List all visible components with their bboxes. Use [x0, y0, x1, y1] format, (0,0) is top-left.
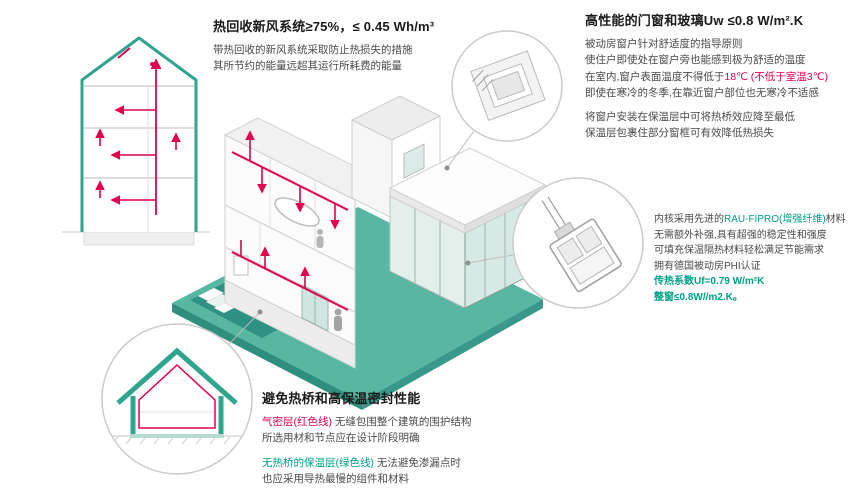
- thermal-line-text: 无法避免渗漏点时: [374, 456, 461, 469]
- profile-line-highlight: RAU-FIPRO(增强纤维): [724, 214, 826, 225]
- thermal-line: 无热桥的保温层(绿色线) 无法避免渗漏点时: [262, 455, 582, 471]
- isometric-house-illustration: [172, 95, 547, 410]
- windows-line: 在室内,窗户表面温度不得低于18℃ (不低于室温3℃): [585, 69, 861, 85]
- thermal-line: 也应采用导热最慢的组件和材料: [262, 472, 409, 485]
- thermal-envelope-detail-circle: [101, 323, 253, 475]
- callout-dot: [444, 165, 450, 171]
- profile-line: 拥有德国被动房PHI认证: [654, 260, 761, 272]
- windows-title: 高性能的门窗和玻璃Uw ≤0.8 W/m².K: [585, 13, 804, 28]
- hrv-title: 热回收新风系统≥75%，≤ 0.45 Wh/m³: [213, 19, 435, 34]
- thermal-section: 避免热桥和高保温密封性能 气密层(红色线) 无缝包围整个建筑的围护结构 所选用材…: [262, 388, 582, 492]
- windows-section: 高性能的门窗和玻璃Uw ≤0.8 W/m².K 被动房窗户针对舒适度的指导原则 …: [585, 10, 861, 142]
- profile-line-text: 内核采用先进的: [654, 214, 724, 225]
- thermal-line: 所选用材和节点应在设计阶段明确: [262, 432, 420, 445]
- windows-line: 即使在寒冷的冬季,在靠近窗户部位也无寒冷不适感: [585, 86, 819, 99]
- hrv-section: 热回收新风系统≥75%，≤ 0.45 Wh/m³ 带热回收的新风系统采取防止热损…: [213, 16, 493, 75]
- windows-line: 被动房窗户针对舒适度的指导原则: [585, 38, 743, 50]
- windows-line-text: 在室内,窗户表面温度不得低于: [585, 70, 725, 83]
- profile-line: 内核采用先进的RAU-FIPRO(增强纤维)材料: [654, 212, 864, 228]
- profile-line-text: 材料: [825, 214, 846, 225]
- profile-uw-value: 整窗≤0.8W//m2.K。: [654, 291, 743, 303]
- profile-section: 内核采用先进的RAU-FIPRO(增强纤维)材料 无需额外补强,具有超强的稳定性…: [654, 212, 864, 305]
- callout-dot: [257, 309, 263, 315]
- window-profile-detail-circle: [512, 177, 644, 309]
- profile-uf-value: 传热系数Uf=0.79 W/m²K: [654, 276, 765, 287]
- callout-dot: [465, 260, 471, 266]
- person-figure: [316, 229, 324, 248]
- thermal-line-text: 无缝包围整个建筑的围护结构: [332, 416, 472, 428]
- thermal-line: 气密层(红色线) 无缝包围整个建筑的围护结构: [262, 414, 582, 430]
- spacer: [585, 101, 861, 109]
- callout-line: [228, 130, 514, 345]
- windows-line: 将窗户安装在保温层中可将热桥效应降至最低: [585, 111, 795, 124]
- insulation-layer-label: 无热桥的保温层(绿色线): [262, 456, 374, 469]
- windows-line-highlight: 18℃ (不低于室温3℃): [724, 70, 828, 83]
- spacer: [262, 447, 582, 455]
- person-figure: [334, 308, 342, 331]
- windows-line: 保温层包裹住部分窗框可有效降低热损失: [585, 127, 774, 140]
- window-corner-detail-circle: [451, 30, 563, 142]
- windows-line: 使住户即使处在窗户旁也能感到极为舒适的温度: [585, 54, 806, 67]
- thermal-title: 避免热桥和高保温密封性能: [262, 391, 421, 406]
- profile-line: 可填充保温隔热材料轻松满足节能需求: [654, 245, 824, 256]
- hrv-line: 其所节约的能量远超其运行所耗费的能量: [213, 60, 402, 73]
- profile-line: 无需额外补强,具有超强的稳定性和强度: [654, 229, 827, 241]
- ventilation-section-illustration: [62, 36, 210, 246]
- airtight-layer-label: 气密层(红色线): [262, 416, 332, 428]
- hrv-line: 带热回收的新风系统采取防止热损失的措施: [213, 44, 413, 56]
